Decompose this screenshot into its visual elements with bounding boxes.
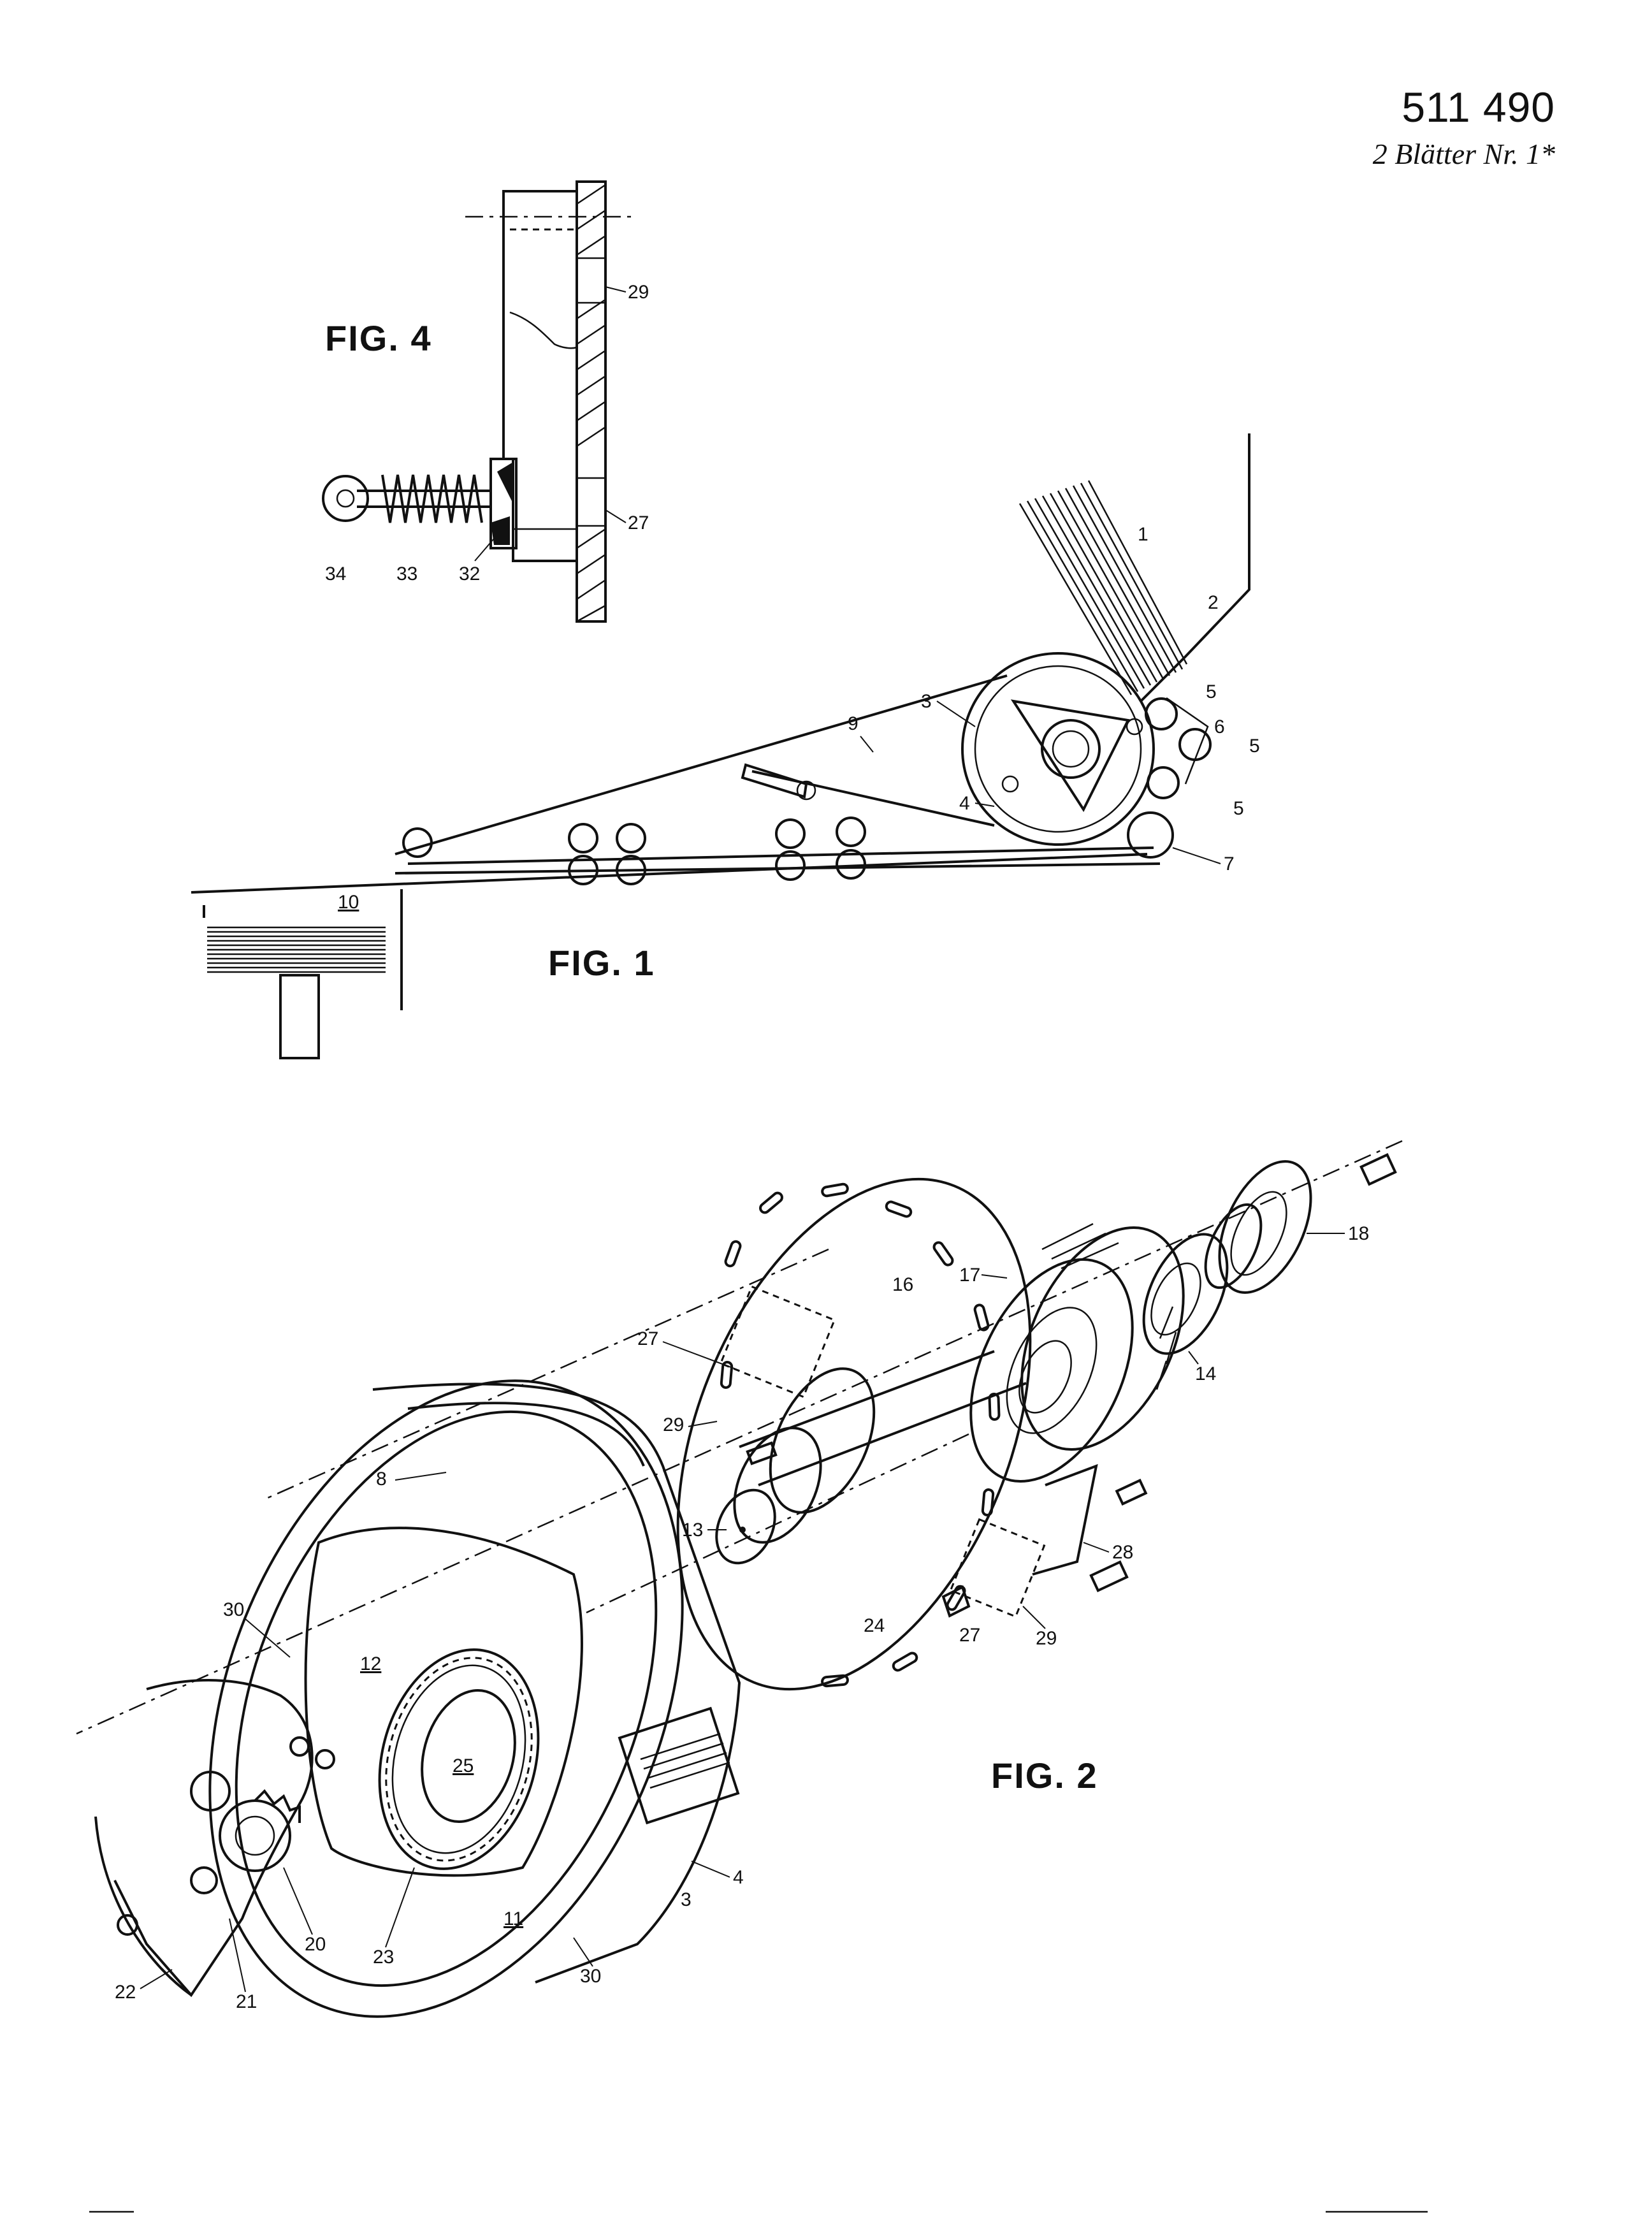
fig2-pulley-teeth (1042, 1224, 1176, 1390)
figure-2: FIG. 2 (76, 1128, 1402, 2087)
fig1-belt (395, 676, 1007, 854)
fig4-break-line (510, 312, 577, 348)
fig2-bracket-28 (1032, 1466, 1096, 1574)
fig2-label-14: 14 (1195, 1363, 1216, 1384)
fig1-label-10: 10 (338, 892, 359, 913)
fig1-title: FIG. 1 (548, 943, 655, 983)
fig2-seal (1194, 1196, 1273, 1296)
fig2-label-22: 22 (115, 1982, 136, 2003)
fig2-label-13: 13 (682, 1520, 703, 1541)
fig2-screw-top (1361, 1155, 1395, 1184)
fig4-label-27: 27 (628, 512, 649, 534)
fig4-label-34: 34 (325, 563, 346, 584)
fig1-transport-path (191, 854, 1147, 892)
fig1-label-5b: 5 (1249, 736, 1260, 757)
fig4-roller (323, 476, 368, 521)
fig2-screw-low (1091, 1562, 1127, 1591)
fig2-component-27-bottom (951, 1520, 1045, 1616)
fig2-label-8: 8 (376, 1469, 387, 1490)
fig2-label-27b: 27 (959, 1625, 980, 1646)
fig1-label-3: 3 (921, 691, 932, 712)
fig1-roller-7 (1128, 813, 1173, 857)
fig2-label-12: 12 (360, 1653, 381, 1674)
fig4-label-29: 29 (628, 282, 649, 303)
fig1-output-stack (207, 927, 386, 972)
fig1-label-2: 2 (1208, 592, 1219, 613)
fig1-label-5a: 5 (1206, 681, 1217, 702)
fig2-label-18: 18 (1348, 1223, 1369, 1244)
fig2-pinion-20 (220, 1801, 290, 1871)
figure-4: FIG. 4 (323, 182, 649, 621)
fig2-label-20: 20 (305, 1934, 326, 1955)
fig1-label-9: 9 (848, 713, 859, 734)
fig2-label-30a: 30 (223, 1599, 244, 1620)
fig2-label-29a: 29 (663, 1414, 684, 1435)
fig2-chamber (306, 1528, 582, 1875)
fig2-screw-mid (1117, 1481, 1146, 1504)
fig2-label-4: 4 (733, 1867, 744, 1888)
figure-1: FIG. 1 (191, 433, 1260, 1058)
fig1-hopper (1141, 433, 1249, 701)
fig4-opening-27 (577, 478, 605, 526)
fig2-label-29b: 29 (1036, 1628, 1057, 1649)
fig1-label-7: 7 (1224, 853, 1235, 875)
fig4-housing (504, 191, 577, 561)
fig2-label-24: 24 (864, 1615, 885, 1636)
fig2-label-23: 23 (373, 1947, 394, 1968)
fig4-spring (382, 475, 482, 523)
fig2-flange-18 (1201, 1147, 1330, 1307)
fig4-wall-hatching (577, 185, 605, 621)
fig4-opening-29 (577, 258, 605, 303)
fig2-label-30b: 30 (580, 1966, 601, 1987)
fig2-label-11: 11 (504, 1908, 523, 1929)
fig2-label-16: 16 (892, 1274, 913, 1295)
fig4-wall (577, 182, 605, 621)
fig1-roller-5a (1146, 699, 1177, 729)
fig1-rotor (1013, 701, 1128, 809)
fig1-roller-5c (1148, 767, 1178, 798)
fig4-label-33: 33 (396, 563, 417, 584)
fig1-sheet-stack (1020, 481, 1187, 695)
fig2-component-27-top (721, 1287, 835, 1397)
fig4-label-32: 32 (459, 563, 480, 584)
fig2-label-28: 28 (1112, 1542, 1133, 1563)
fig2-label-27a: 27 (637, 1328, 658, 1349)
fig2-bearing-14 (1127, 1221, 1244, 1367)
fig2-label-25: 25 (453, 1755, 474, 1776)
fig1-label-4: 4 (959, 793, 970, 814)
fig1-post (280, 975, 319, 1058)
fig4-title: FIG. 4 (325, 318, 432, 358)
fig2-label-17: 17 (959, 1265, 980, 1286)
fig2-label-3: 3 (681, 1889, 692, 1910)
fig1-label-1: 1 (1138, 524, 1148, 545)
fig1-label-6: 6 (1214, 716, 1225, 737)
fig1-drum (962, 653, 1154, 845)
fig1-label-5c: 5 (1233, 798, 1244, 819)
fig2-title: FIG. 2 (991, 1755, 1098, 1796)
fig2-label-21: 21 (236, 1991, 257, 2012)
